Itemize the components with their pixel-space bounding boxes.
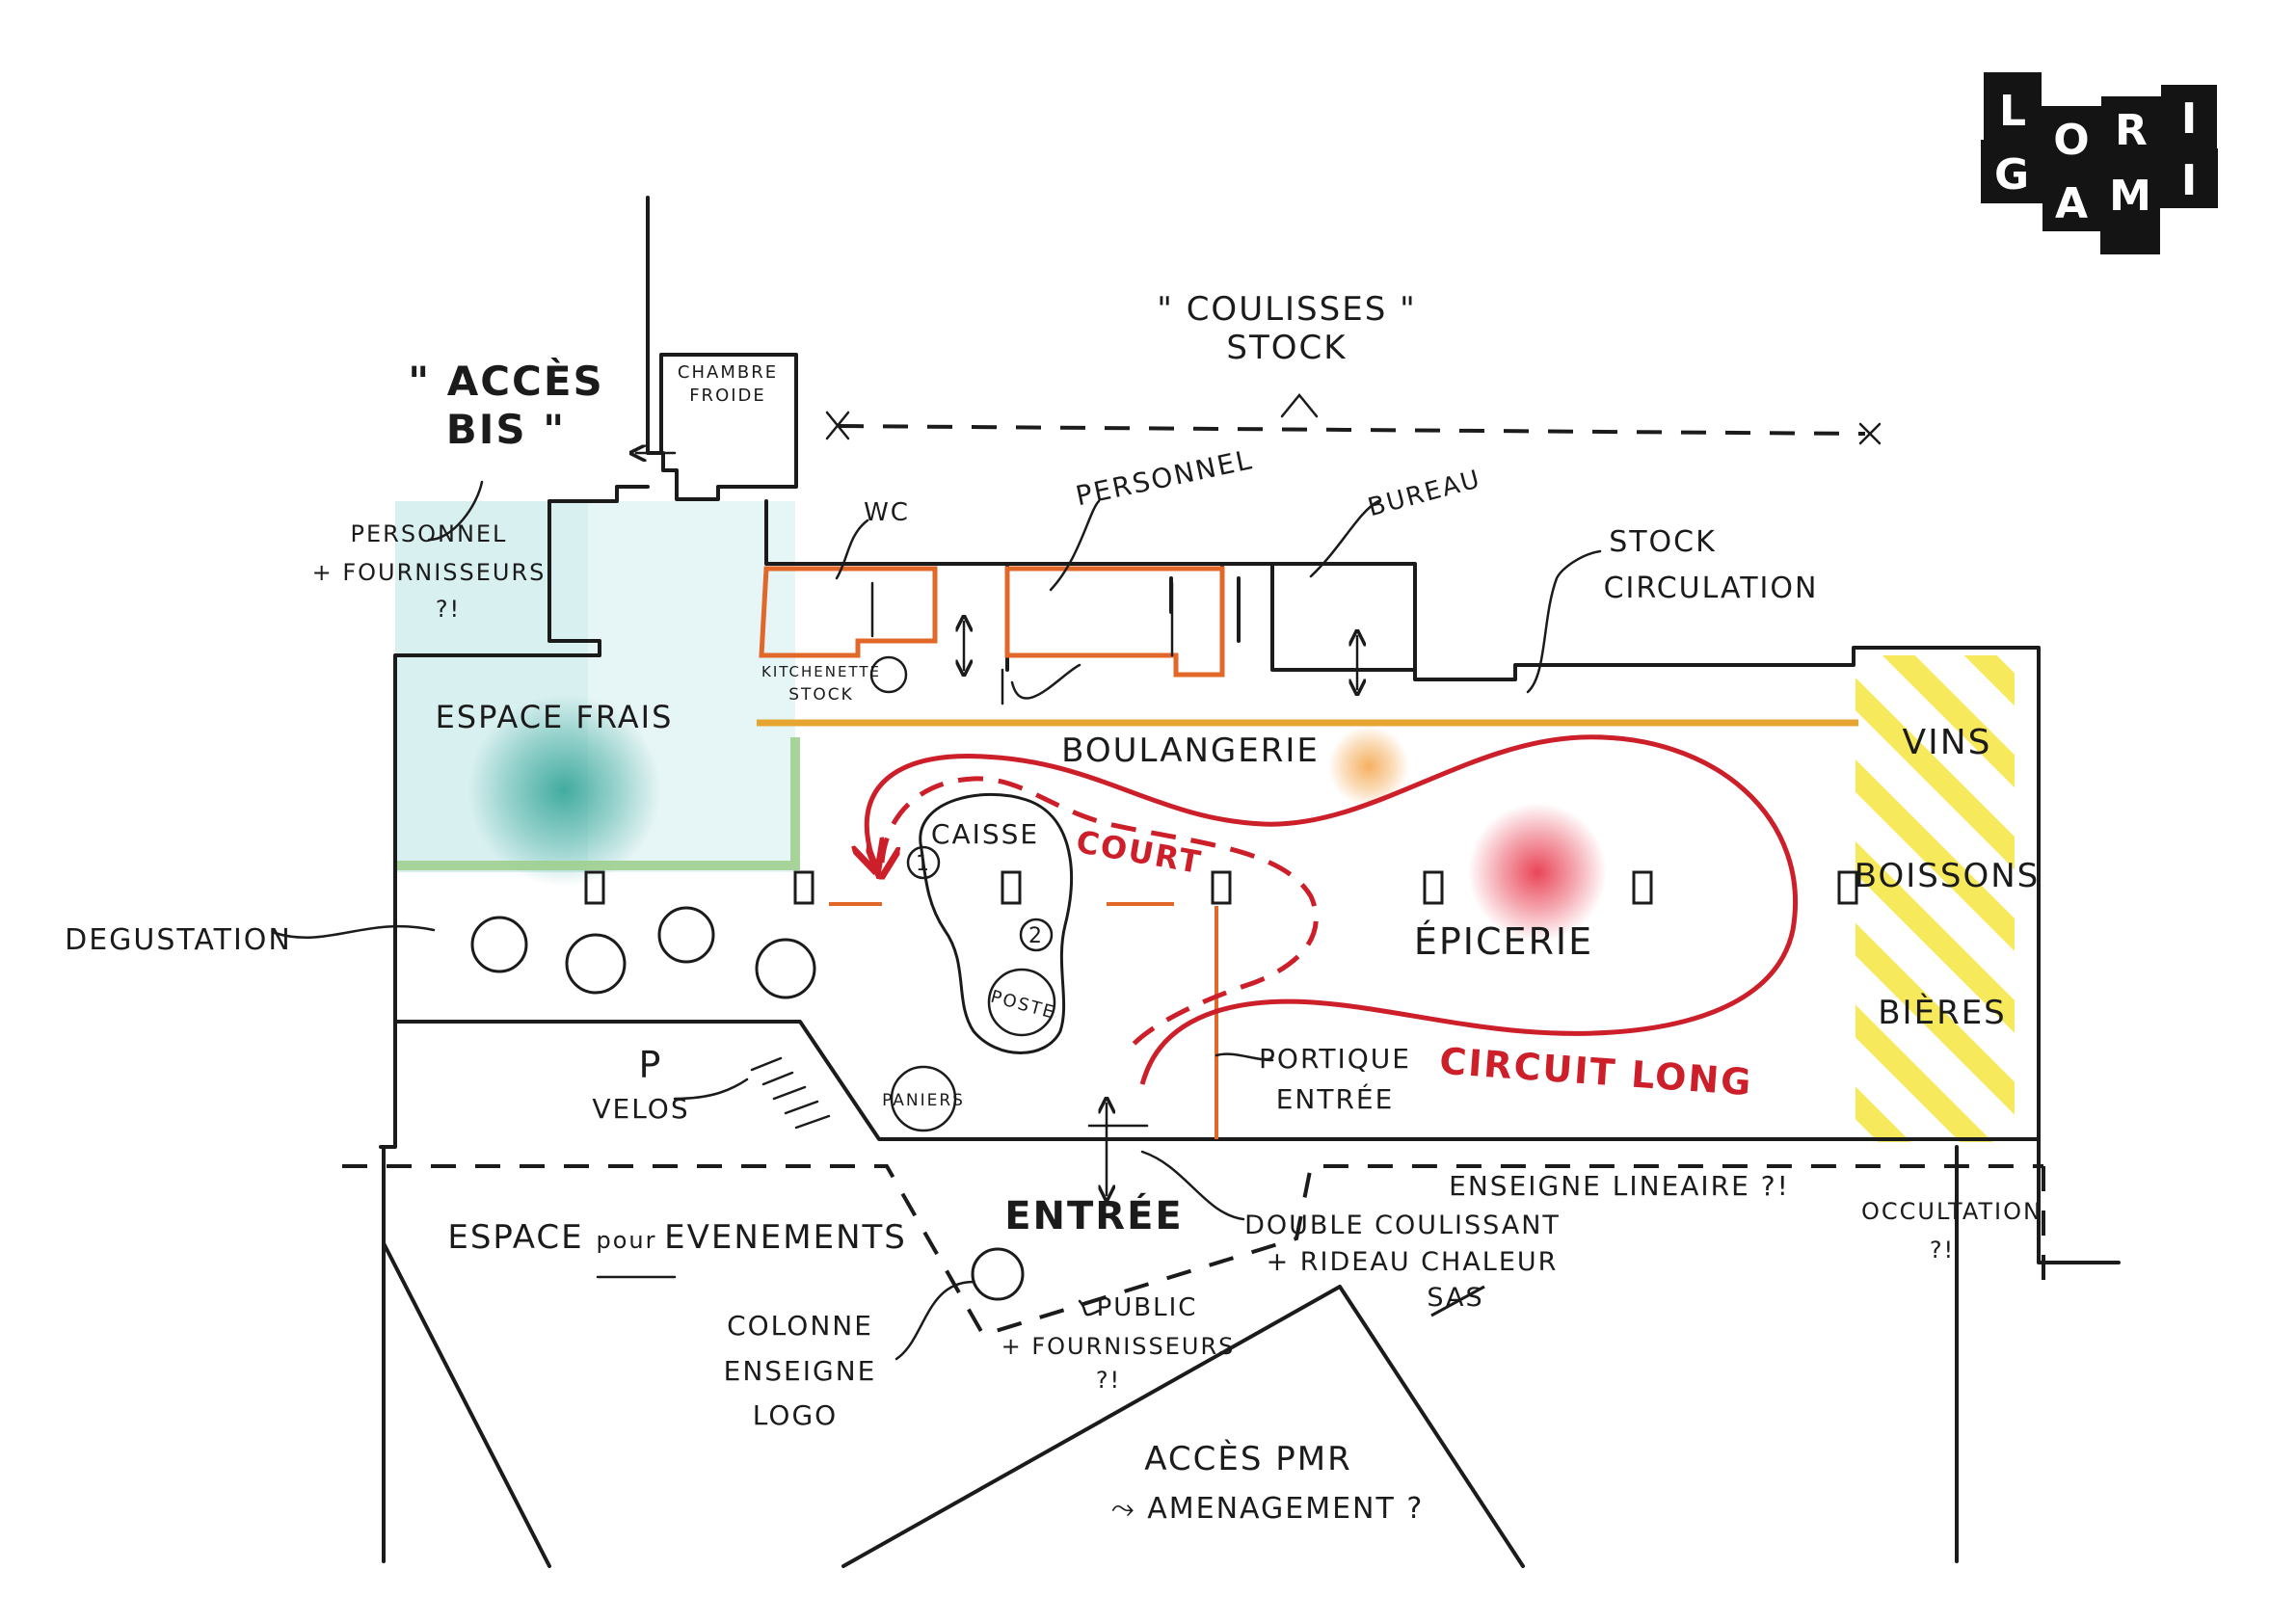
portique-entree-label: ENTRÉE	[1276, 1082, 1395, 1115]
acces-pmr-label: ACCÈS PMR	[1144, 1439, 1351, 1478]
chambre-froide-label: CHAMBRE	[678, 362, 778, 383]
staff-rooms	[759, 566, 1357, 705]
stock-label: STOCK	[1226, 329, 1347, 367]
boulangerie-marker	[1328, 726, 1409, 807]
public-fournisseurs-label: + FOURNISSEURS	[1001, 1333, 1236, 1360]
epicerie-marker	[1468, 803, 1607, 942]
circuit-court-label: COURT	[1074, 823, 1205, 881]
coulisses-label: " COULISSES "	[1157, 290, 1416, 329]
kitchenette-stock-label: STOCK	[788, 685, 854, 705]
logo-letter: M	[2109, 172, 2151, 221]
personnel-access-label: PERSONNEL	[351, 520, 508, 547]
sas-strikethrough	[1430, 1285, 1485, 1317]
paniers-icon	[890, 1065, 957, 1132]
stock-circulation-label-2: CIRCULATION	[1604, 572, 1819, 605]
backstage-dashed-line	[838, 424, 1866, 436]
enseigne-lineaire-label: ENSEIGNE LINEAIRE ?!	[1449, 1170, 1790, 1202]
register-1-number: 1	[916, 852, 931, 876]
degustation-label: DEGUSTATION	[65, 923, 292, 957]
checkout-island	[919, 792, 1073, 1054]
caisse-label: CAISSE	[931, 818, 1039, 850]
poste-label: POSTE	[988, 987, 1057, 1024]
access-question-label: ?!	[436, 596, 461, 623]
fresh-zone-divider	[397, 737, 800, 870]
logo-letter: G	[1994, 150, 2029, 200]
colonne-enseigne-label: ENSEIGNE	[724, 1355, 877, 1387]
boissons-label: BOISSONS	[1855, 857, 2040, 895]
espace-frais-label: ESPACE FRAIS	[436, 699, 674, 735]
pillars	[584, 870, 1858, 905]
bieres-label: BIÈRES	[1878, 993, 2007, 1032]
circuit-court-path	[882, 776, 1319, 1052]
vins-label: VINS	[1902, 723, 1991, 762]
rideau-chaleur-label: + RIDEAU CHALEUR	[1267, 1247, 1559, 1277]
column-sign-icon	[971, 1247, 1025, 1301]
logo-letter: O	[2053, 116, 2089, 165]
personnel-room-label: PERSONNEL	[1073, 443, 1256, 512]
bureau-label: BUREAU	[1365, 465, 1484, 522]
paniers-label: PANIERS	[882, 1091, 965, 1110]
velo-parking-label: P	[639, 1044, 663, 1086]
espace-frais-marker	[467, 694, 660, 887]
velos-label: VELOS	[592, 1093, 689, 1125]
stock-circulation-label: STOCK	[1609, 525, 1717, 559]
logo-letter: I	[2181, 94, 2197, 144]
epicerie-label: ÉPICERIE	[1414, 920, 1593, 963]
circuit-long-label: CIRCUIT LONG	[1438, 1040, 1754, 1104]
drinks-hatched-zone	[1855, 655, 2015, 1142]
register-2-icon	[1019, 918, 1054, 952]
colonne-logo-label: LOGO	[753, 1399, 838, 1431]
occultation-label: OCCULTATION	[1861, 1198, 2042, 1225]
amenagement-label: ⤳ AMENAGEMENT ?	[1111, 1492, 1425, 1526]
public-question-label: ?!	[1096, 1367, 1121, 1394]
acces-bis-label: " ACCÈS	[408, 357, 604, 405]
poste-icon	[987, 968, 1056, 1037]
evenements-label: EVENEMENTS	[664, 1218, 907, 1257]
boulangerie-label: BOULANGERIE	[1061, 732, 1320, 770]
register-2-number: 2	[1028, 924, 1044, 948]
chambre-froide-label-2: FROIDE	[689, 386, 766, 406]
circuit-long-path	[867, 734, 1798, 1085]
register-1-icon	[906, 845, 941, 880]
entree-label: ENTRÉE	[1004, 1192, 1184, 1238]
portique-label: PORTIQUE	[1259, 1043, 1411, 1075]
espace-evenements-label: ESPACE	[447, 1218, 583, 1257]
kitchenette-label: KITCHENETTE	[761, 663, 881, 680]
logo-letter: I	[2181, 156, 2197, 205]
frontage-dashed-line	[342, 1164, 2043, 1338]
fournisseurs-access-label: + FOURNISSEURS	[312, 559, 547, 586]
lorigami-logo: L O R I G A M I	[1981, 72, 2218, 254]
public-label: PUBLIC	[1097, 1293, 1198, 1322]
logo-letter: L	[1999, 87, 2026, 136]
kitchenette-sink-icon	[869, 655, 908, 694]
logo-letter: R	[2115, 106, 2148, 155]
acces-bis-label-2: BIS "	[446, 406, 566, 453]
tasting-tables	[470, 906, 816, 999]
double-coulissant-label: DOUBLE COULISSANT	[1244, 1211, 1561, 1240]
occultation-question: ?!	[1930, 1237, 1955, 1264]
wc-label: WC	[864, 498, 910, 527]
logo-letter: A	[2055, 179, 2088, 228]
colonne-label: COLONNE	[727, 1310, 873, 1342]
sas-label: SAS	[1427, 1283, 1483, 1313]
pour-label: pour	[597, 1227, 657, 1254]
